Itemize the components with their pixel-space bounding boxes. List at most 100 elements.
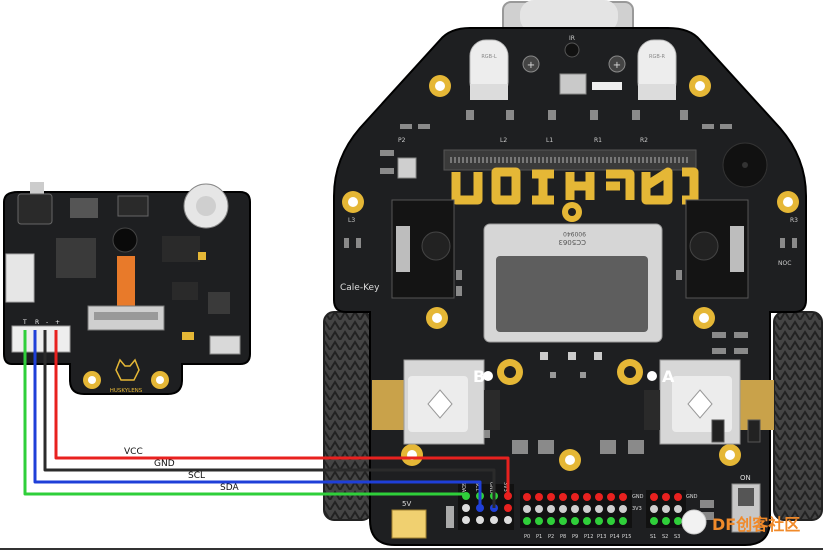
servo-pin xyxy=(650,517,658,525)
servo-pin xyxy=(662,517,670,525)
label-l1: L1 xyxy=(546,137,553,144)
wire-vcc xyxy=(54,330,510,496)
rgb-led-left: RGB-L xyxy=(469,39,509,100)
huskylens-board: HUSKYLENS T R - + xyxy=(3,182,251,395)
servo-s3: S3 xyxy=(674,534,680,540)
wire-label-scl: SCL xyxy=(188,471,205,481)
ir-receiver xyxy=(564,42,580,58)
rgb-right-label: RGB-R xyxy=(649,54,666,60)
header-pin xyxy=(583,517,591,525)
gpio-p8: P8 xyxy=(560,534,566,540)
header-pin xyxy=(559,517,567,525)
power-switch[interactable] xyxy=(731,483,761,533)
reset-button[interactable] xyxy=(397,157,417,179)
smd-components xyxy=(344,110,797,454)
header-pin xyxy=(535,517,543,525)
header-pin xyxy=(571,505,579,513)
header-pin xyxy=(583,493,591,501)
wire-scl xyxy=(33,330,482,508)
slide-switch[interactable] xyxy=(559,73,587,95)
v33-row-label: 3V3 xyxy=(632,506,642,512)
servo-pin xyxy=(650,505,658,513)
wire-sda xyxy=(23,330,468,496)
servo-s2: S2 xyxy=(662,534,668,540)
header-pin xyxy=(547,505,555,513)
wire-labels: VCC GND SCL SDA xyxy=(124,447,239,493)
gpio-p0: P0 xyxy=(524,534,530,540)
button-b-label: B xyxy=(473,367,485,386)
chip-display xyxy=(496,256,648,332)
button-a[interactable] xyxy=(647,371,657,381)
watermark-text: DF创客社区 xyxy=(712,515,800,534)
gpio-p13: P13 xyxy=(597,534,606,540)
servo-pin xyxy=(650,493,658,501)
header-pin xyxy=(607,517,615,525)
header-pin xyxy=(559,505,567,513)
label-l3: L3 xyxy=(348,217,355,224)
label-r1: R1 xyxy=(594,137,602,144)
motor-right xyxy=(644,359,774,445)
left-wheel xyxy=(323,311,373,521)
ir-label: IR xyxy=(569,35,575,42)
label-l2: L2 xyxy=(500,137,507,144)
chip-code-2: 900940 xyxy=(563,230,586,237)
wire-label-vcc: VCC xyxy=(124,447,143,457)
component xyxy=(208,292,230,314)
servo-header: GND S1 S2 S3 xyxy=(646,490,698,540)
button-a-label: A xyxy=(662,367,675,386)
watermark: DF创客社区 xyxy=(681,509,800,535)
button-b[interactable] xyxy=(483,371,493,381)
function-button[interactable] xyxy=(17,193,53,225)
pin-plus-label: + xyxy=(55,319,60,326)
processor-chip xyxy=(56,238,96,278)
gpio-header: P0 P1 P2 P8 P9 P12 P13 P14 P15 GND 3V3 xyxy=(520,490,644,540)
watermark-logo-icon xyxy=(681,509,707,535)
husky-logo-icon xyxy=(115,358,140,381)
sd-slot xyxy=(5,253,35,303)
servo-pin xyxy=(674,517,682,525)
plus-glyph: + xyxy=(613,60,621,71)
component xyxy=(172,282,198,300)
pin-minus-label: - xyxy=(46,319,48,326)
wire-label-gnd: GND xyxy=(154,459,175,469)
gpio-p9: P9 xyxy=(572,534,578,540)
camera-ribbon xyxy=(117,256,135,308)
motor-left xyxy=(372,359,500,445)
chip-small xyxy=(70,198,98,218)
on-label: ON xyxy=(740,474,751,482)
bottom-rule xyxy=(0,548,823,550)
header-pin xyxy=(559,493,567,501)
servo-s1: S1 xyxy=(650,534,656,540)
gpio-p15: P15 xyxy=(622,534,631,540)
servo-pin xyxy=(662,493,670,501)
line-sensors xyxy=(497,352,643,385)
button-top[interactable] xyxy=(30,182,44,194)
servo-pin xyxy=(674,493,682,501)
header-pin xyxy=(595,493,603,501)
header-pin xyxy=(523,493,531,501)
header-pin xyxy=(547,517,555,525)
right-wheel xyxy=(773,311,823,521)
header-pin xyxy=(595,517,603,525)
wire-label-sda: SDA xyxy=(220,483,239,493)
header-pin xyxy=(547,493,555,501)
label-r2: R2 xyxy=(640,137,648,144)
chip-code-1: CC5063 xyxy=(558,238,586,246)
clip-right xyxy=(730,226,744,272)
power-label: 5V xyxy=(402,500,411,508)
huskylens-brand: HUSKYLENS xyxy=(110,388,143,394)
servo-pin xyxy=(662,505,670,513)
rgb-led-right: RGB-R xyxy=(637,39,677,100)
wires xyxy=(23,330,510,508)
header-pin xyxy=(535,493,543,501)
camera-lens xyxy=(112,227,138,253)
gnd-row-label: GND xyxy=(632,494,644,500)
label-p2: P2 xyxy=(398,137,406,144)
gravity-connector xyxy=(11,325,71,353)
label-r3: R3 xyxy=(790,217,798,224)
hdr-gnd: GND xyxy=(488,482,494,494)
screw-icon xyxy=(522,55,540,73)
sticker xyxy=(592,82,622,90)
wire-gnd xyxy=(43,330,496,508)
